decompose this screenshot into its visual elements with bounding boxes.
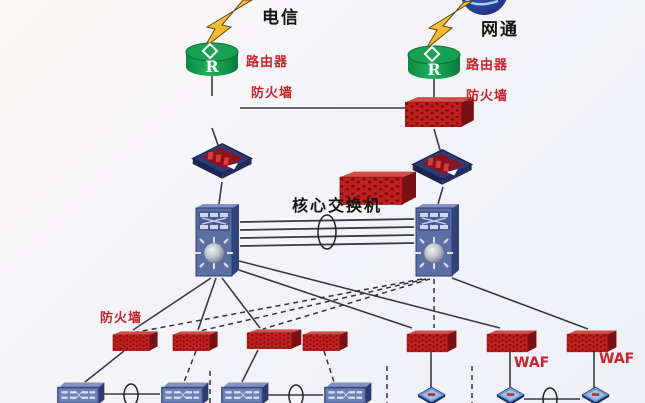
- firewall-lower-label: 防火墙: [100, 311, 143, 326]
- switch-upper-right-icon: [412, 149, 473, 186]
- router-right-label: 路由器: [466, 58, 509, 73]
- firewall-dmz-5-icon: [406, 330, 457, 353]
- firewall-top-left-label: 防火墙: [251, 86, 294, 101]
- router-left-icon: R: [185, 42, 239, 76]
- connection-lines: [84, 74, 595, 403]
- access-switch-4-icon: [324, 382, 372, 403]
- router-right-icon: R: [407, 45, 461, 79]
- access-switch-2-icon: [161, 382, 209, 403]
- waf-label-2: WAF: [599, 351, 635, 367]
- firewall-dmz-4-icon: [302, 331, 348, 351]
- firewall-top-right-label: 防火墙: [466, 89, 509, 104]
- isp-right-label: 网通: [481, 20, 519, 40]
- lightning-bolt-left-icon: [203, 0, 253, 49]
- router-left-label: 路由器: [246, 55, 289, 70]
- firewall-dmz-1-icon: [112, 331, 158, 351]
- firewall-waf-1-icon: [486, 330, 537, 353]
- firewall-top-right-icon: [405, 96, 475, 128]
- router-left-letter: R: [205, 57, 219, 76]
- router-right-letter: R: [427, 60, 441, 79]
- waf-label-1: WAF: [514, 355, 550, 371]
- core-switch-label: 核心交换机: [292, 196, 383, 215]
- isp-left-label: 电信: [262, 8, 300, 28]
- firewall-dmz-2-icon: [172, 331, 218, 351]
- server-switch-2-icon: [496, 386, 525, 403]
- core-switch-left-icon: [194, 203, 240, 277]
- lightning-bolt-right-icon: [425, 0, 474, 50]
- server-switch-3-icon: [581, 386, 610, 403]
- access-switch-1-icon: [57, 382, 105, 403]
- switch-upper-left-icon: [192, 143, 253, 180]
- access-switch-3-icon: [221, 382, 269, 403]
- core-switch-right-icon: [414, 203, 460, 277]
- firewall-waf-2-icon: [566, 330, 617, 353]
- firewall-dmz-3-icon: [246, 329, 302, 349]
- server-switch-1-icon: [417, 386, 446, 403]
